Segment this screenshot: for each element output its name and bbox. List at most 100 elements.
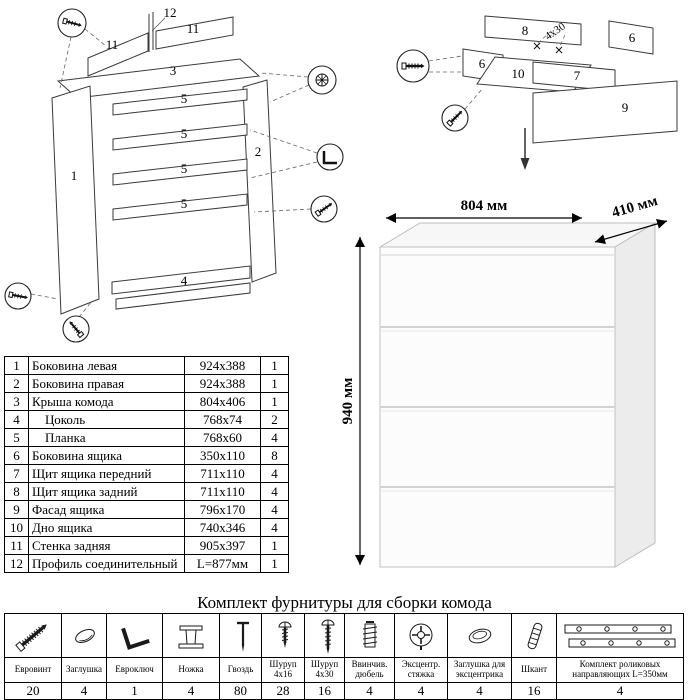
table-row: 10 Дно ящика 740x346 4 [4,518,289,537]
cam-cover-icon [468,628,491,643]
hardware-qty: 4 [556,682,684,700]
part-number: 7 [4,464,29,483]
hardware-qty: 4 [344,682,395,700]
hardware-qty: 4 [394,682,448,700]
hardware-name: Ввинчив. дюбель [344,657,395,683]
part-name: Дно ящика [28,518,185,537]
part-name: Крыша комода [28,392,185,411]
callout-circle [316,143,344,171]
part-name: Цоколь [28,410,185,429]
screw-in-dowel-icon [362,620,377,647]
plug-icon [75,628,95,643]
hardware-name: Гвоздь [219,657,262,683]
table-row: 6 Боковина ящика 350x110 8 [4,446,289,465]
part-name: Профиль соединительный [28,554,185,573]
leader-lines [30,28,318,318]
hardware-icon-cell [304,613,345,658]
frame-assembly-diagram: 12 11 11 3 1 2 5 5 5 5 4 [4,5,344,343]
hardware-qty: 20 [4,682,62,700]
depth-dimension-label: 410 мм [610,195,659,221]
hardware-name: Заглушка [61,657,107,683]
part-plinth [115,282,251,310]
part-back-panel-left [87,32,149,77]
drawer-slides-icon [564,624,676,647]
part-number: 8 [4,482,29,501]
part-number: 1 [4,356,29,375]
hardware-icon-cell [4,613,62,658]
screw-4x16-icon [278,621,292,648]
euroscrew-icon [15,623,47,652]
hardware-qty-row: 20 4 1 4 80 28 16 4 4 4 16 4 [4,682,684,700]
drawer-assembly-diagram: 8 6 6 10 7 9 4x30 [396,15,678,170]
hardware-icon-cell [162,613,220,658]
part-qty: 4 [260,428,289,447]
height-dimension-label: 940 мм [340,378,356,425]
cam-lock-icon [409,623,433,650]
dresser-right-face [614,222,656,568]
part-size: L=877мм [184,554,261,573]
hardware-kit-title: Комплект фурнитуры для сборки комода [197,593,492,612]
label-part-11: 11 [106,37,119,52]
part-slat [112,158,248,186]
depth-dimension-arrow [594,219,668,244]
phillips-screw-glyph [315,73,329,87]
hardware-icon-cell [219,613,262,658]
part-number: 5 [4,428,29,447]
part-size: 768x60 [184,428,261,447]
width-dimension-label: 804 мм [461,198,508,214]
hardware-icon-cell [61,613,107,658]
hardware-icons-row [4,613,684,658]
label-part-5: 5 [181,91,188,106]
part-name: Стенка задняя [28,536,185,555]
hardware-qty: 1 [106,682,163,700]
part-size: 711x110 [184,464,261,483]
label-part-4: 4 [181,273,188,288]
hardware-qty: 4 [162,682,220,700]
hardware-name: Заглушка для эксцентрика [447,657,512,683]
screw-4x30-icon [321,619,335,654]
parts-table: 1 Боковина левая 924x388 1 2 Боковина пр… [4,356,289,573]
hardware-icon-cell [511,613,557,658]
table-row: 2 Боковина правая 924x388 1 [4,374,289,393]
label-part-5: 5 [181,126,188,141]
part-number: 4 [4,410,29,429]
part-back-panel-right [155,16,234,50]
part-qty: 4 [260,518,289,537]
hardware-name: Шуруп 4x30 [304,657,345,683]
label-part-2: 2 [255,144,262,159]
part-qty: 8 [260,446,289,465]
label-part-1: 1 [71,168,78,183]
part-size: 740x346 [184,518,261,537]
hardware-qty: 28 [261,682,305,700]
label-part-8: 8 [522,23,529,38]
label-part-5: 5 [181,196,188,211]
part-size: 768x74 [184,410,261,429]
part-number: 2 [4,374,29,393]
leader-lines [428,30,566,110]
label-part-12: 12 [164,5,177,20]
label-part-6: 6 [479,56,486,71]
part-qty: 4 [260,500,289,519]
hardware-names-row: Евровинт Заглушка Евроключ Ножка Гвоздь … [4,657,684,683]
part-drawer-back [484,15,582,46]
part-qty: 2 [260,410,289,429]
hardware-icon-cell [556,613,684,658]
part-name: Боковина левая [28,356,185,375]
label-part-5: 5 [181,161,188,176]
table-row: 11 Стенка задняя 905x397 1 [4,536,289,555]
drawer-gaps [380,326,615,488]
dresser-3d-view: 804 мм 410 мм 940 мм [340,195,668,568]
hardware-name: Эксцентр. стяжка [394,657,448,683]
hardware-name: Евроключ [106,657,163,683]
part-name: Щит ящика задний [28,482,185,501]
part-left-side [51,85,100,315]
part-name: Боковина ящика [28,446,185,465]
hardware-icon-cell [447,613,512,658]
part-qty: 1 [260,392,289,411]
part-qty: 1 [260,554,289,573]
table-row: 3 Крыша комода 804x406 1 [4,392,289,411]
euroscrew-glyph [401,62,425,70]
label-part-3: 3 [170,63,177,78]
hardware-qty: 80 [219,682,262,700]
